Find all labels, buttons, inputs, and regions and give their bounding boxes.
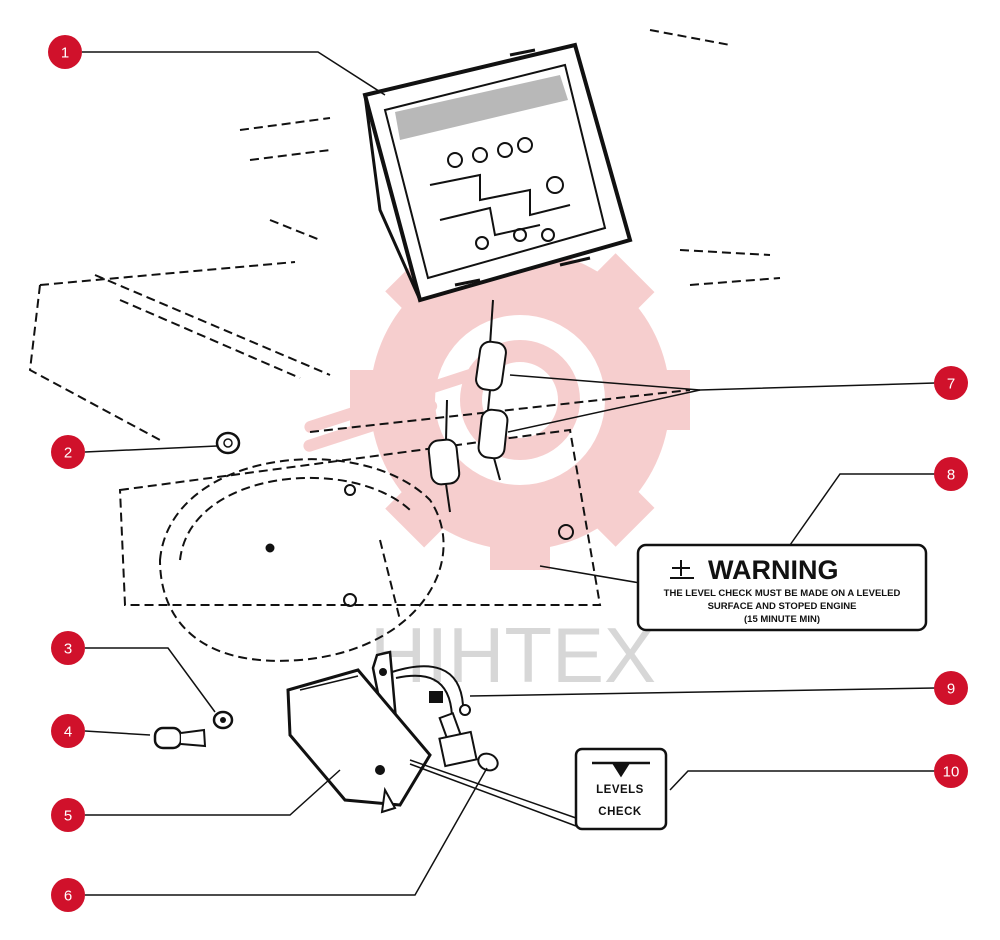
- sensor-housing: [286, 650, 432, 814]
- engine-details: [265, 484, 574, 607]
- balance-level-icon: [592, 761, 650, 778]
- warning-title: WARNING: [708, 555, 839, 585]
- warning-label: WARNING THE LEVEL CHECK MUST BE MADE ON …: [636, 543, 928, 632]
- watermark-text: HIHTEX: [370, 611, 656, 699]
- level-label-line-2: CHECK: [598, 806, 642, 818]
- nut-part: [215, 431, 241, 455]
- svg-text:1: 1: [61, 45, 69, 62]
- callout-6: 6: [51, 878, 85, 912]
- warning-line-1: THE LEVEL CHECK MUST BE MADE ON A LEVELE…: [664, 588, 901, 599]
- svg-text:5: 5: [64, 808, 72, 825]
- wire-connectors: [427, 299, 509, 513]
- control-module: [362, 42, 633, 303]
- washer-part: [212, 710, 234, 730]
- svg-text:2: 2: [64, 445, 72, 462]
- bolt-part: [153, 726, 207, 750]
- callout-5: 5: [51, 798, 85, 832]
- callout-3: 3: [51, 631, 85, 665]
- callout-9: 9: [934, 671, 968, 705]
- svg-text:10: 10: [943, 764, 960, 781]
- level-check-label: LEVELS CHECK: [574, 747, 668, 831]
- leader-lines: [82, 51, 936, 896]
- warning-line-3: (15 MINUTE MIN): [744, 614, 820, 625]
- callout-1: 1: [48, 35, 82, 69]
- svg-text:7: 7: [947, 376, 955, 393]
- warning-line-2: SURFACE AND STOPED ENGINE: [708, 601, 857, 612]
- level-label-line-1: LEVELS: [596, 784, 644, 796]
- svg-text:9: 9: [947, 681, 955, 698]
- callout-10: 10: [934, 754, 968, 788]
- svg-text:4: 4: [64, 724, 72, 741]
- callout-8: 8: [934, 457, 968, 491]
- watermark-gear-icon: [303, 230, 690, 570]
- svg-text:3: 3: [64, 641, 72, 658]
- callout-4: 4: [51, 714, 85, 748]
- callout-2: 2: [51, 435, 85, 469]
- sensor-wiring: [391, 665, 499, 772]
- engine-housing: [28, 29, 781, 662]
- svg-text:8: 8: [947, 467, 955, 484]
- callouts: 1 2 3 4 5 6 7 8: [48, 35, 968, 912]
- callout-7: 7: [934, 366, 968, 400]
- svg-text:6: 6: [64, 888, 72, 905]
- engine-oil-icon: [670, 560, 694, 579]
